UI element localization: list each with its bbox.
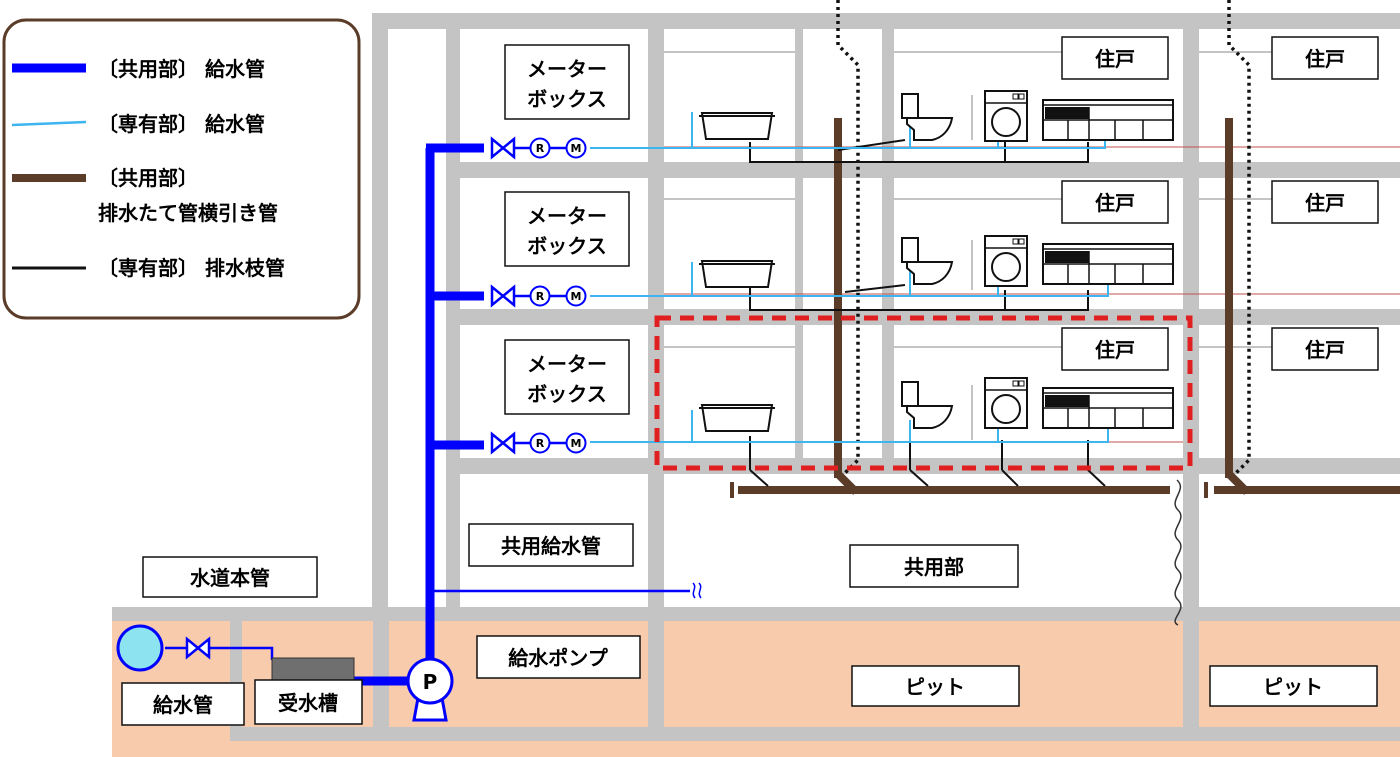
pressure-reducer-label: R bbox=[536, 142, 545, 155]
pump-symbol-label: P bbox=[423, 670, 438, 694]
legend-private-supply-label: 〔専有部〕 給水管 bbox=[98, 112, 265, 136]
water-main-label: 水道本管 bbox=[190, 566, 270, 590]
water-main-box: 水道本管 bbox=[142, 556, 318, 598]
valve-icon bbox=[490, 432, 516, 454]
washing-machine-icon bbox=[984, 377, 1028, 429]
common-supply-pipe-box: 共用給水管 bbox=[468, 523, 634, 567]
valve-icon bbox=[490, 285, 516, 307]
common-area-box: 共用部 bbox=[849, 544, 1019, 588]
meter-assembly-floor-1: R M bbox=[490, 432, 587, 454]
supply-pipe-label: 給水管 bbox=[153, 693, 213, 717]
dwelling-label: 住戸 bbox=[1095, 191, 1135, 215]
kitchen-icon bbox=[1042, 243, 1174, 285]
pit-label: ピット bbox=[1263, 675, 1323, 699]
meter-box-label: メーター bbox=[527, 352, 607, 376]
pit-box-left: ピット bbox=[851, 665, 1020, 707]
common-supply-pipe-label: 共用給水管 bbox=[501, 534, 601, 558]
meter-box-label: ボックス bbox=[527, 234, 606, 258]
fixtures-floor-1 bbox=[698, 377, 1174, 432]
legend-common-supply-label: 〔共用部〕 給水管 bbox=[98, 57, 265, 81]
highlight-box bbox=[654, 315, 1193, 471]
bathtub-icon bbox=[698, 112, 776, 140]
legend-private-supply-swatch bbox=[11, 120, 87, 127]
break-line bbox=[1174, 479, 1182, 626]
meter-box-label: ボックス bbox=[527, 382, 606, 406]
meter-icon bbox=[565, 432, 587, 454]
kitchen-icon bbox=[1042, 387, 1174, 429]
meter-box-floor-3: メーター ボックス bbox=[504, 44, 630, 120]
legend-common-drain-label-2: 排水たて管横引き管 bbox=[98, 201, 278, 225]
dwelling-label: 住戸 bbox=[1095, 338, 1135, 362]
meter-box-label: メーター bbox=[527, 204, 607, 228]
dwelling-labels: 住戸 住戸 住戸 住戸 住戸 住戸 bbox=[1061, 36, 1379, 371]
dwelling-label: 住戸 bbox=[1305, 338, 1345, 362]
supply-pump-box: 給水ポンプ bbox=[476, 635, 641, 679]
washing-machine-icon bbox=[984, 90, 1028, 142]
meter-assembly-floor-2: R M bbox=[490, 285, 587, 307]
legend: 〔共用部〕 給水管 〔専有部〕 給水管 〔共用部〕 排水たて管横引き管 〔専有部… bbox=[2, 18, 361, 320]
meter-label: M bbox=[571, 437, 582, 450]
pressure-reducer-label: R bbox=[536, 437, 545, 450]
common-supply-pipes bbox=[165, 143, 690, 686]
pump-icon: P bbox=[406, 657, 454, 722]
supply-end-break bbox=[692, 582, 702, 599]
meter-box-label: メーター bbox=[527, 57, 607, 81]
meter-box-label: ボックス bbox=[527, 87, 606, 111]
washing-machine-icon bbox=[984, 235, 1028, 287]
meter-assembly-floor-3: R M bbox=[490, 137, 587, 159]
kitchen-icon bbox=[1042, 99, 1174, 141]
legend-common-drain-label: 〔共用部〕 bbox=[98, 166, 198, 190]
bathtub-icon bbox=[698, 260, 776, 288]
pit-box-right: ピット bbox=[1209, 665, 1378, 707]
meter-box-floor-2: メーター ボックス bbox=[504, 191, 630, 267]
fixtures-floor-2 bbox=[698, 235, 1174, 288]
receiving-tank-box: 受水槽 bbox=[254, 679, 363, 725]
common-drain-pipes bbox=[730, 118, 1400, 498]
bathtub-icon bbox=[698, 404, 776, 432]
fixtures-floor-3 bbox=[698, 90, 1174, 142]
room-dividers bbox=[664, 51, 1272, 440]
legend-private-drain-label: 〔専有部〕 排水枝管 bbox=[98, 256, 285, 280]
common-area-label: 共用部 bbox=[904, 555, 964, 579]
valve-icon bbox=[490, 137, 516, 159]
meter-label: M bbox=[571, 142, 582, 155]
dwelling-label: 住戸 bbox=[1305, 47, 1345, 71]
building-frame bbox=[372, 13, 1400, 608]
supply-pipe-box: 給水管 bbox=[121, 682, 245, 726]
pressure-reducer-label: R bbox=[536, 290, 545, 303]
meter-icon bbox=[565, 285, 587, 307]
meter-label: M bbox=[571, 290, 582, 303]
pit-label: ピット bbox=[905, 675, 965, 699]
meter-icon bbox=[565, 137, 587, 159]
dwelling-label: 住戸 bbox=[1095, 47, 1135, 71]
dwelling-label: 住戸 bbox=[1305, 191, 1345, 215]
water-main-icon bbox=[116, 624, 164, 672]
meter-box-floor-1: メーター ボックス bbox=[504, 339, 630, 415]
receiving-tank-label: 受水槽 bbox=[278, 691, 338, 715]
receiving-tank-icon bbox=[271, 657, 355, 681]
private-supply-pipes bbox=[590, 105, 1109, 443]
supply-pump-label: 給水ポンプ bbox=[508, 646, 608, 670]
